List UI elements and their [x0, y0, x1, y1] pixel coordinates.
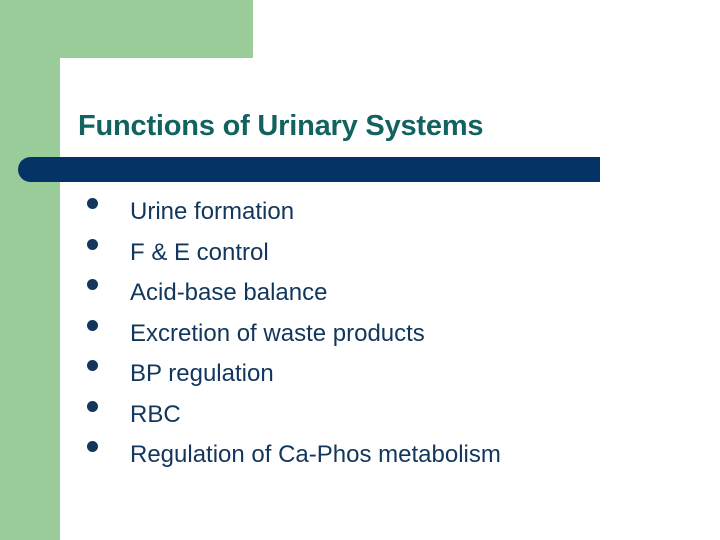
list-item: Acid-base balance	[78, 273, 708, 314]
list-item-label: F & E control	[130, 238, 269, 266]
bullet-list: Urine formation F & E control Acid-base …	[78, 192, 708, 476]
list-item: BP regulation	[78, 354, 708, 395]
title-underline-bar	[18, 157, 600, 182]
list-item: Regulation of Ca-Phos metabolism	[78, 435, 708, 476]
list-item-label: Acid-base balance	[130, 279, 328, 306]
list-item-label: Excretion of waste products	[130, 319, 425, 347]
list-item: Excretion of waste products	[78, 314, 708, 355]
slide-title: Functions of Urinary Systems	[78, 110, 484, 142]
list-item: F & E control	[78, 233, 708, 274]
green-top-band	[0, 0, 253, 58]
list-item-label: BP regulation	[130, 360, 274, 387]
green-left-band	[0, 0, 60, 540]
list-item: Urine formation	[78, 192, 708, 233]
list-item-label: RBC	[130, 400, 181, 428]
list-item-label: Urine formation	[130, 198, 295, 225]
white-content-panel	[60, 58, 720, 540]
list-item: RBC	[78, 395, 708, 436]
list-item-label: Regulation of Ca-Phos metabolism	[130, 441, 501, 468]
